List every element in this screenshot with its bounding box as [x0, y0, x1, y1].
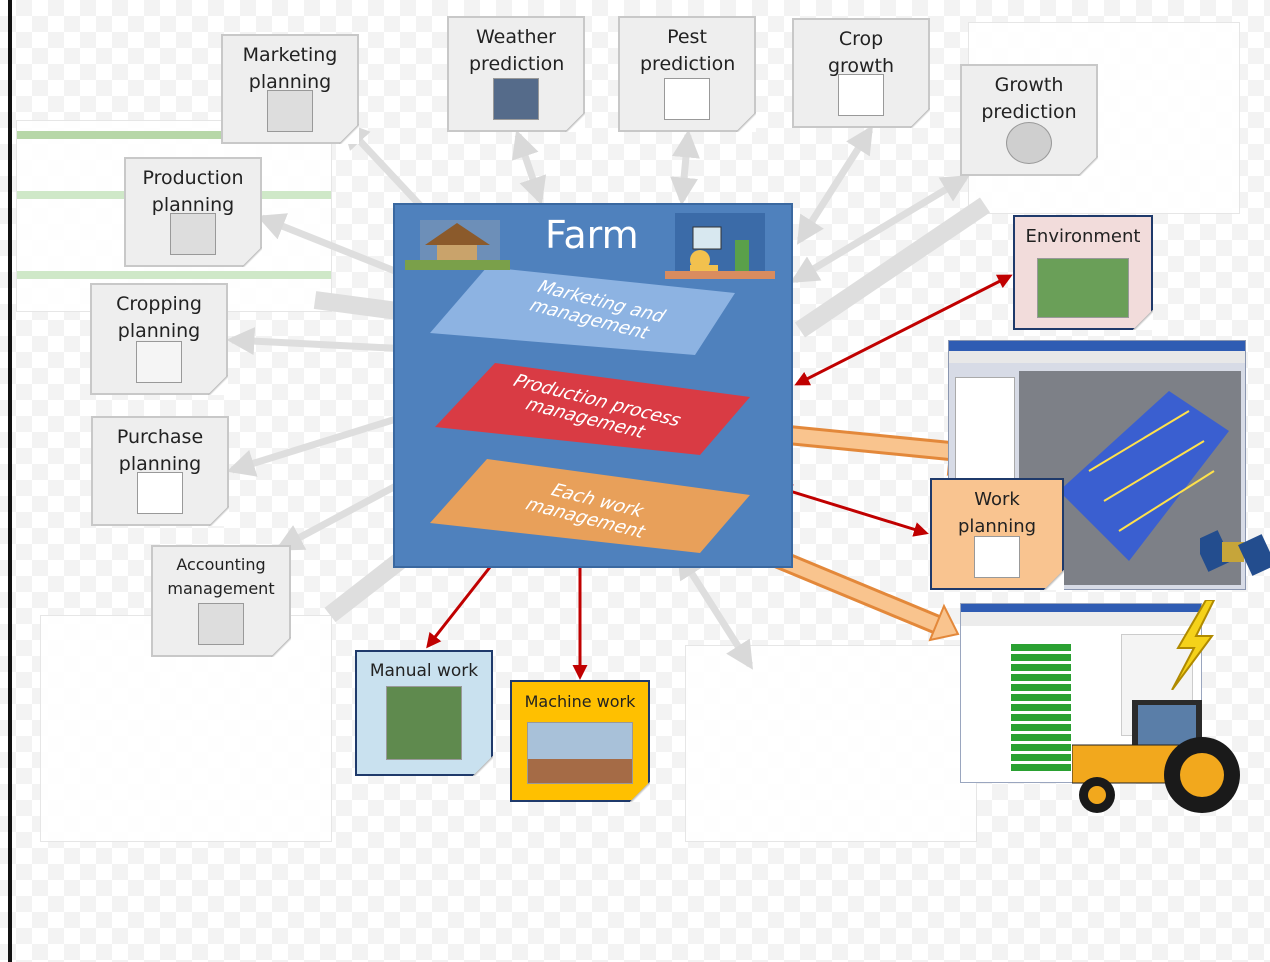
- satellite-icon: [1200, 530, 1270, 576]
- marketing-planning-label: Marketing planning: [242, 44, 338, 93]
- background-screenshot-form: [685, 645, 977, 842]
- manual-work-card: Manual work: [355, 650, 493, 776]
- purchase-planning-card: Purchase planning: [91, 416, 229, 526]
- tractor-photo-icon: [527, 722, 633, 784]
- accountant-icon: [198, 603, 244, 645]
- accounting-management-label: Accounting management: [167, 555, 275, 598]
- tractor-icon: [1072, 700, 1240, 813]
- arrow-weather: [511, 129, 547, 206]
- production-planning-card: Production planning: [124, 157, 262, 267]
- farmhouse-icon: [405, 220, 510, 270]
- red-arrow-work-planning: [777, 484, 929, 537]
- document-signing-icon: [137, 472, 183, 514]
- wheat-icon: [838, 74, 884, 116]
- environment-card: Environment: [1013, 215, 1153, 330]
- red-arrow-environment: [794, 274, 1013, 386]
- arrow-pest: [670, 129, 700, 206]
- arrow-crop-growth: [796, 125, 874, 245]
- weather-prediction-card: Weather prediction: [447, 16, 585, 132]
- wide-arrow-web: [313, 291, 407, 321]
- left-edge-bar: [8, 0, 12, 962]
- weather-icon: [493, 78, 539, 120]
- production-process-layer: [435, 363, 750, 455]
- computer-desk-icon: [665, 213, 775, 279]
- production-planning-label: Production planning: [142, 167, 244, 216]
- arrow-form-screenshot: [676, 550, 754, 670]
- growth-prediction-card: Growth prediction: [960, 64, 1098, 176]
- purchase-planning-label: Purchase planning: [116, 426, 204, 475]
- arrow-growth-prediction: [790, 174, 970, 284]
- farm-layers: [405, 213, 775, 553]
- pest-prediction-card: Pest prediction: [618, 16, 756, 132]
- machine-work-card: Machine work: [510, 680, 650, 802]
- farmer-photo-icon: [386, 686, 462, 760]
- work-planning-card: Work planning: [930, 478, 1064, 590]
- plant-face-icon: [1006, 122, 1052, 164]
- each-work-layer: [430, 459, 750, 553]
- field-grid: [1011, 644, 1071, 772]
- manual-work-label: Manual work: [369, 661, 479, 681]
- drawing-board-icon: [170, 213, 216, 255]
- background-screenshot-chart: [968, 22, 1240, 214]
- cropping-planning-card: Cropping planning: [90, 283, 228, 395]
- marketing-management-layer: [430, 267, 735, 355]
- caterpillar-icon: [664, 78, 710, 120]
- hoe-icon: [136, 341, 182, 383]
- environment-sensor-icon: [1037, 258, 1129, 318]
- crop-growth-card: Crop growth: [792, 18, 930, 128]
- accounting-management-card: Accounting management: [151, 545, 291, 657]
- weather-prediction-label: Weather prediction: [469, 26, 565, 75]
- cropping-planning-label: Cropping planning: [116, 293, 202, 342]
- environment-label: Environment: [1025, 226, 1141, 247]
- lightning-icon: [1171, 600, 1216, 690]
- crop-growth-label: Crop growth: [827, 28, 895, 77]
- pest-prediction-label: Pest prediction: [640, 26, 736, 75]
- machine-work-label: Machine work: [524, 692, 636, 711]
- farm-title: Farm: [545, 213, 639, 257]
- growth-prediction-label: Growth prediction: [981, 74, 1077, 123]
- farm-box: Farm Marketing and management: [393, 203, 793, 568]
- calendar-icon: [974, 536, 1020, 578]
- person-reading-icon: [267, 90, 313, 132]
- work-planning-label: Work planning: [957, 489, 1037, 537]
- marketing-planning-card: Marketing planning: [221, 34, 359, 144]
- arrow-purchase: [226, 403, 431, 477]
